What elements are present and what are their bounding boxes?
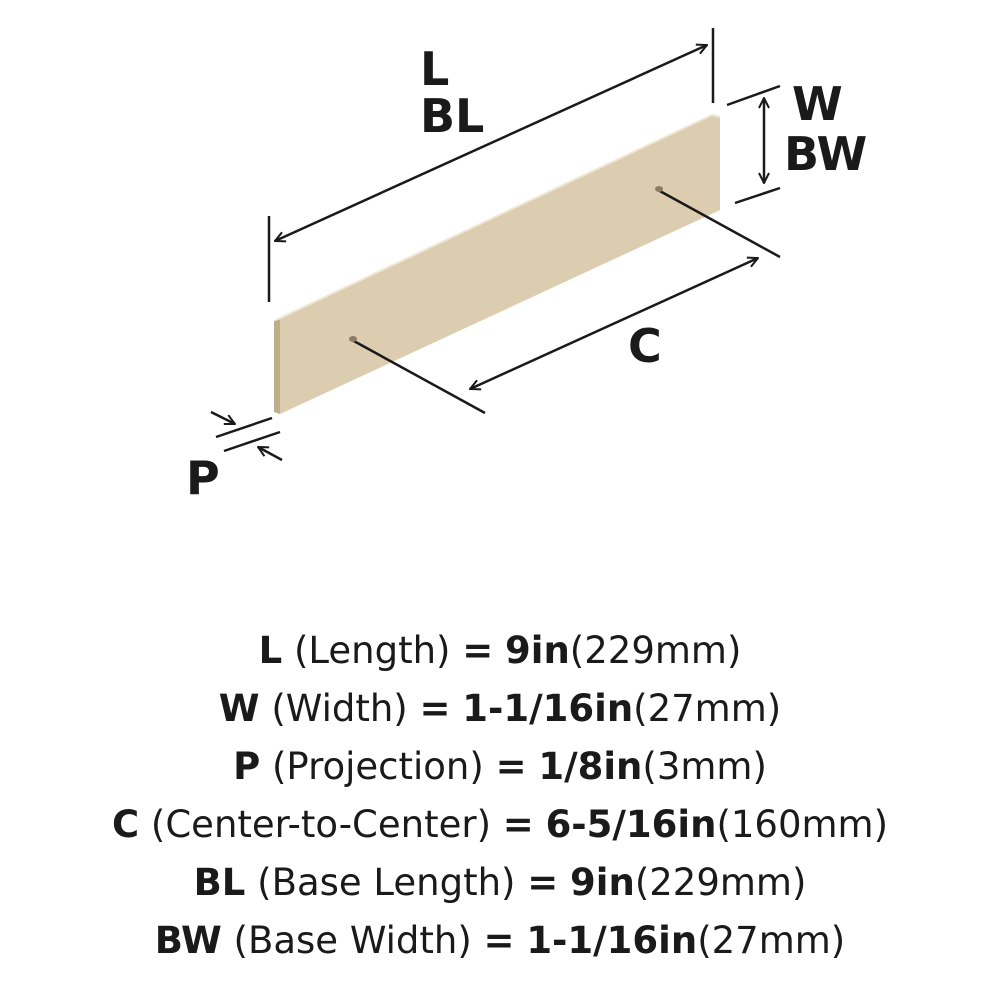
spec-row-width: W (Width) = 1-1/16in(27mm) xyxy=(0,680,1000,738)
spec-code: P xyxy=(233,745,261,788)
label-length: L xyxy=(420,42,449,96)
plate-top-highlight xyxy=(275,113,721,321)
length-arrow xyxy=(275,45,707,241)
spec-equals: = xyxy=(483,919,515,962)
spec-equals: = xyxy=(462,629,494,672)
projection-arrow-in xyxy=(210,410,235,426)
spec-code: W xyxy=(218,687,260,730)
pin-left-hole xyxy=(349,336,357,342)
spec-imperial: 1-1/16in xyxy=(526,919,698,962)
spec-imperial: 1/8in xyxy=(538,745,643,788)
spec-metric: (27mm) xyxy=(633,687,782,730)
center-arrow xyxy=(470,258,758,389)
label-base-length: BL xyxy=(420,89,484,143)
center-dimension: C xyxy=(470,258,758,389)
spec-imperial: 9in xyxy=(570,861,635,904)
label-center: C xyxy=(628,319,662,373)
plate-edge xyxy=(274,319,280,414)
spec-name: (Width) xyxy=(271,687,408,730)
length-dimension: L BL xyxy=(267,28,715,302)
spec-row-center-to-center: C (Center-to-Center) = 6-5/16in(160mm) xyxy=(0,796,1000,854)
projection-arrow-out xyxy=(258,445,283,462)
dimension-specs-list: L (Length) = 9in(229mm) W (Width) = 1-1/… xyxy=(0,622,1000,970)
spec-code: C xyxy=(111,803,140,846)
spec-name: (Center-to-Center) xyxy=(150,803,492,846)
spec-equals: = xyxy=(502,803,534,846)
label-base-width: BW xyxy=(784,127,867,181)
spec-imperial: 9in xyxy=(505,629,570,672)
spec-code: BW xyxy=(154,919,222,962)
spec-metric: (229mm) xyxy=(569,629,742,672)
spec-name: (Base Width) xyxy=(233,919,472,962)
pin-left xyxy=(351,338,486,415)
dimension-diagram: L BL W BW C P xyxy=(186,28,867,505)
spec-row-projection: P (Projection) = 1/8in(3mm) xyxy=(0,738,1000,796)
spec-imperial: 1-1/16in xyxy=(462,687,634,730)
spec-imperial: 6-5/16in xyxy=(545,803,717,846)
pin-right-hole xyxy=(655,186,663,192)
spec-code: L xyxy=(258,629,283,672)
spec-name: (Projection) xyxy=(271,745,484,788)
spec-equals: = xyxy=(495,745,527,788)
projection-extension-upper xyxy=(215,416,273,439)
spec-metric: (3mm) xyxy=(642,745,767,788)
label-projection: P xyxy=(186,451,220,505)
spec-equals: = xyxy=(527,861,559,904)
spec-code: BL xyxy=(193,861,246,904)
spec-equals: = xyxy=(419,687,451,730)
width-extension-bottom xyxy=(734,186,781,205)
spec-name: (Length) xyxy=(293,629,451,672)
spec-metric: (229mm) xyxy=(634,861,807,904)
projection-dimension: P xyxy=(186,410,283,505)
spec-metric: (160mm) xyxy=(716,803,889,846)
spec-name: (Base Length) xyxy=(257,861,516,904)
spec-row-base-width: BW (Base Width) = 1-1/16in(27mm) xyxy=(0,912,1000,970)
spec-row-base-length: BL (Base Length) = 9in(229mm) xyxy=(0,854,1000,912)
spec-row-length: L (Length) = 9in(229mm) xyxy=(0,622,1000,680)
label-width: W xyxy=(792,77,843,131)
width-dimension: W BW xyxy=(726,77,867,205)
width-extension-top xyxy=(726,84,781,107)
projection-extension-lower xyxy=(223,430,281,453)
spec-metric: (27mm) xyxy=(697,919,846,962)
